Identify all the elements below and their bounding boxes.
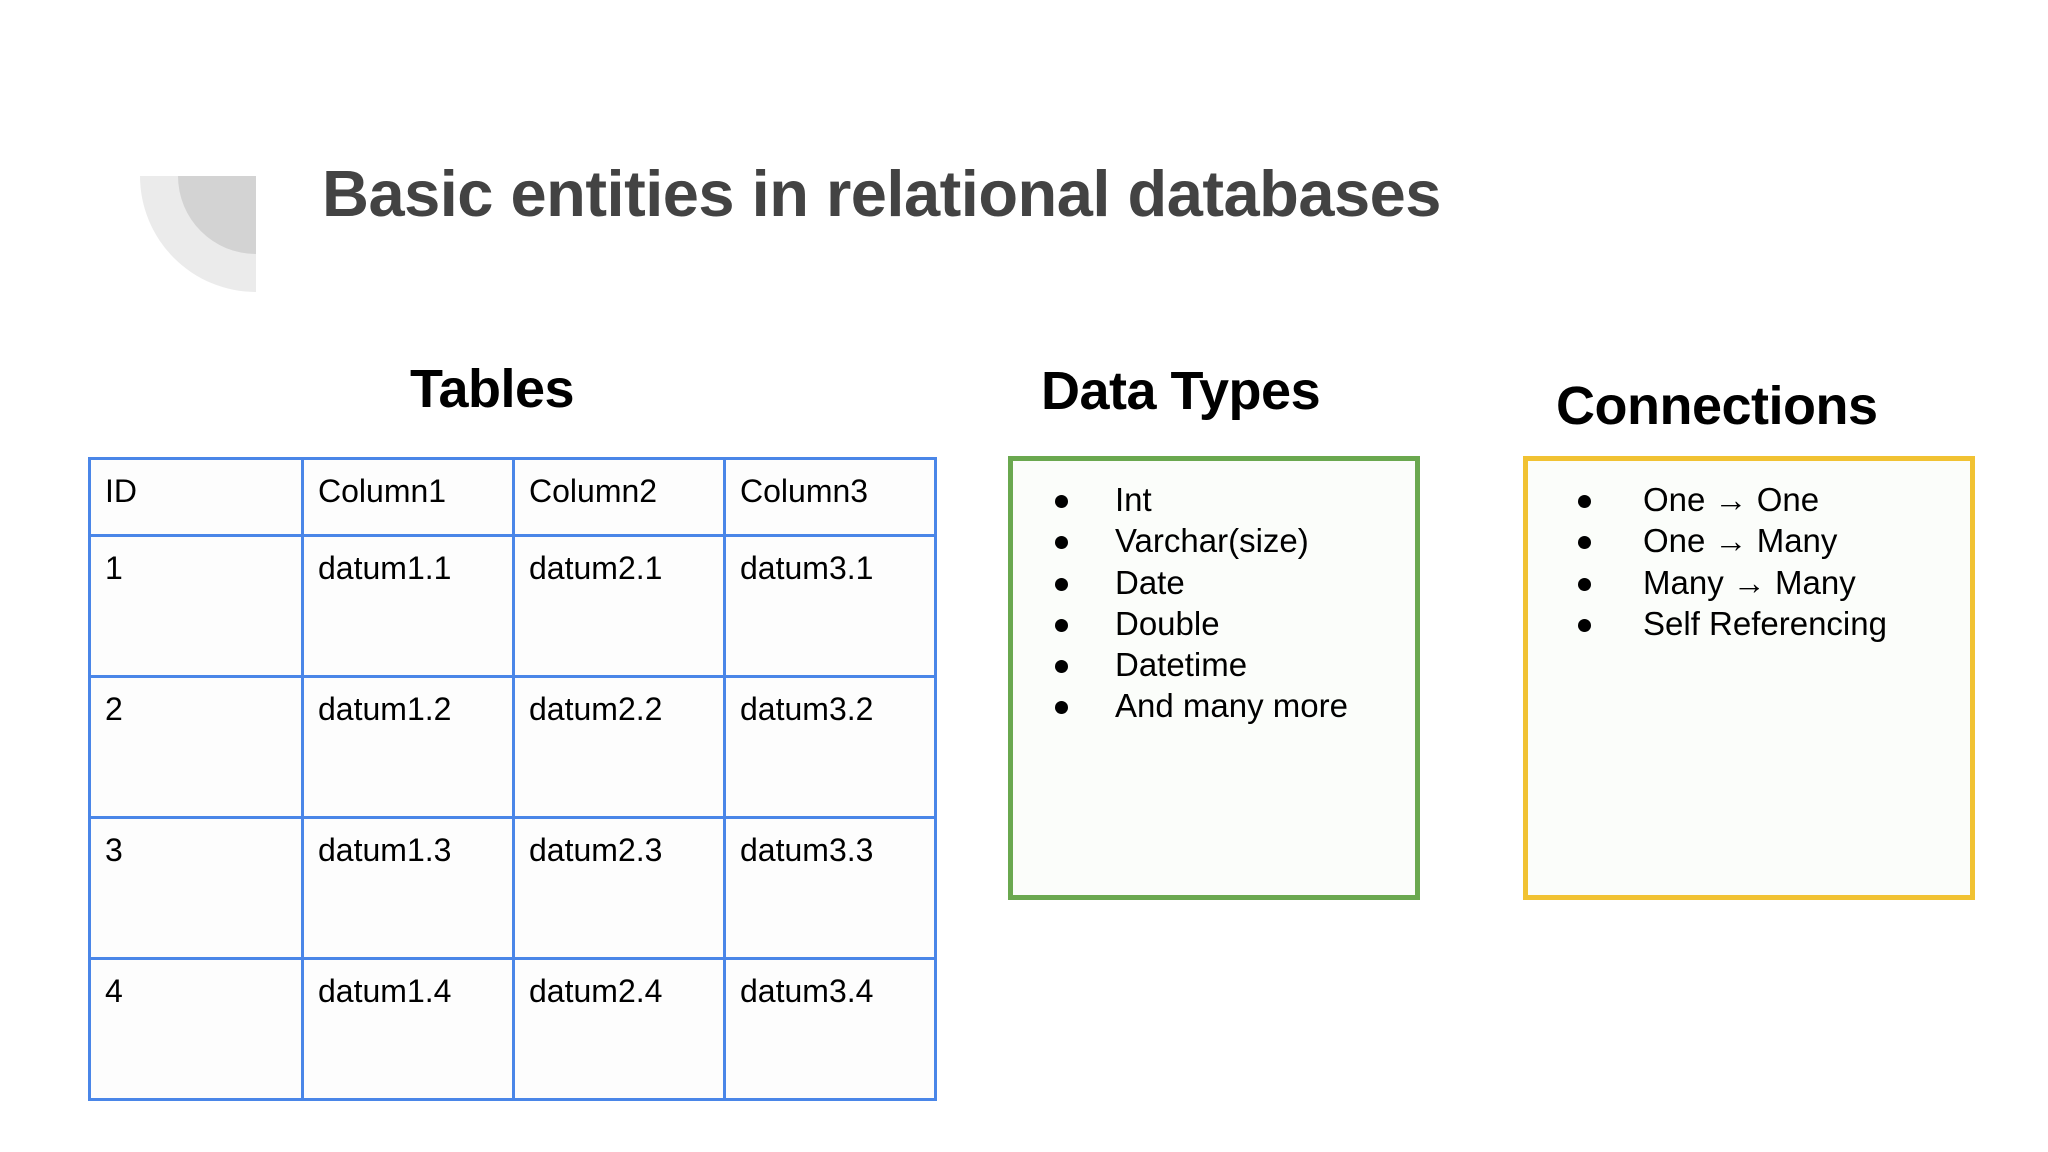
table-header-row: ID Column1 Column2 Column3 <box>88 457 937 537</box>
list-item-label: Varchar(size) <box>1115 522 1309 560</box>
quarter-circle-arc-logo-icon <box>140 176 256 292</box>
bullet-dot-icon <box>1578 618 1591 632</box>
table-header-cell: ID <box>88 457 304 537</box>
table-cell: datum1.1 <box>301 534 515 678</box>
list-item: Many → Many <box>1528 564 1970 601</box>
bullet-dot-icon <box>1055 701 1068 715</box>
bullet-dot-icon <box>1055 618 1068 632</box>
list-item: Double <box>1013 605 1415 642</box>
table-cell: datum3.4 <box>723 957 937 1101</box>
table-row: 4 datum1.4 datum2.4 datum3.4 <box>88 957 937 1101</box>
list-item: One → Many <box>1528 522 1970 559</box>
table-cell: datum2.4 <box>512 957 726 1101</box>
list-item: Int <box>1013 481 1415 518</box>
table-row: 3 datum1.3 datum2.3 datum3.3 <box>88 816 937 960</box>
page-title: Basic entities in relational databases <box>322 157 1441 230</box>
table-cell: 4 <box>88 957 304 1101</box>
list-item-label: Date <box>1115 563 1185 601</box>
connections-box: One → One One → Many Many → Many Self Re… <box>1523 456 1975 900</box>
table-cell: datum1.3 <box>301 816 515 960</box>
list-item-label: Many → Many <box>1643 563 1856 601</box>
list-item: And many more <box>1013 687 1415 724</box>
list-item: Datetime <box>1013 646 1415 683</box>
list-item: Varchar(size) <box>1013 522 1415 559</box>
list-item: One → One <box>1528 481 1970 518</box>
table-cell: datum2.1 <box>512 534 726 678</box>
bullet-dot-icon <box>1055 495 1068 508</box>
list-item-label: Self Referencing <box>1643 604 1887 642</box>
table-cell: datum2.3 <box>512 816 726 960</box>
bullet-dot-icon <box>1055 536 1068 550</box>
list-item-label: And many more <box>1115 687 1348 725</box>
list-item-label: Int <box>1115 481 1152 518</box>
table-row: 1 datum1.1 datum2.1 datum3.1 <box>88 534 937 678</box>
section-heading-tables: Tables <box>410 359 575 419</box>
slide-header: Basic entities in relational databases <box>0 0 2048 330</box>
table-header-cell: Column3 <box>723 457 937 537</box>
list-item-label: Datetime <box>1115 646 1248 684</box>
list-item-label: Double <box>1115 604 1220 642</box>
section-heading-data-types: Data Types <box>1041 361 1321 421</box>
list-item-label: One → One <box>1643 481 1820 518</box>
table-cell: datum3.3 <box>723 816 937 960</box>
data-types-box: Int Varchar(size) Date Double Datetime A… <box>1008 456 1420 900</box>
table-cell: 2 <box>88 675 304 819</box>
section-heading-connections: Connections <box>1556 376 1878 436</box>
connections-list: One → One One → Many Many → Many Self Re… <box>1528 461 1970 642</box>
table-header-cell: Column2 <box>512 457 726 537</box>
table-header-cell: Column1 <box>301 457 515 537</box>
list-item-label: One → Many <box>1643 522 1838 560</box>
table-cell: 1 <box>88 534 304 678</box>
bullet-dot-icon <box>1055 660 1068 674</box>
bullet-dot-icon <box>1055 577 1068 591</box>
data-types-list: Int Varchar(size) Date Double Datetime A… <box>1013 461 1415 725</box>
table-cell: datum1.4 <box>301 957 515 1101</box>
bullet-dot-icon <box>1578 536 1591 550</box>
database-table: ID Column1 Column2 Column3 1 datum1.1 da… <box>88 457 937 1101</box>
list-item: Self Referencing <box>1528 605 1970 642</box>
table-cell: datum1.2 <box>301 675 515 819</box>
table-cell: datum3.2 <box>723 675 937 819</box>
table-cell: datum2.2 <box>512 675 726 819</box>
bullet-dot-icon <box>1578 495 1591 508</box>
tables-panel: ID Column1 Column2 Column3 1 datum1.1 da… <box>88 457 937 1101</box>
table-row: 2 datum1.2 datum2.2 datum3.2 <box>88 675 937 819</box>
table-cell: 3 <box>88 816 304 960</box>
list-item: Date <box>1013 564 1415 601</box>
bullet-dot-icon <box>1578 577 1591 591</box>
table-cell: datum3.1 <box>723 534 937 678</box>
